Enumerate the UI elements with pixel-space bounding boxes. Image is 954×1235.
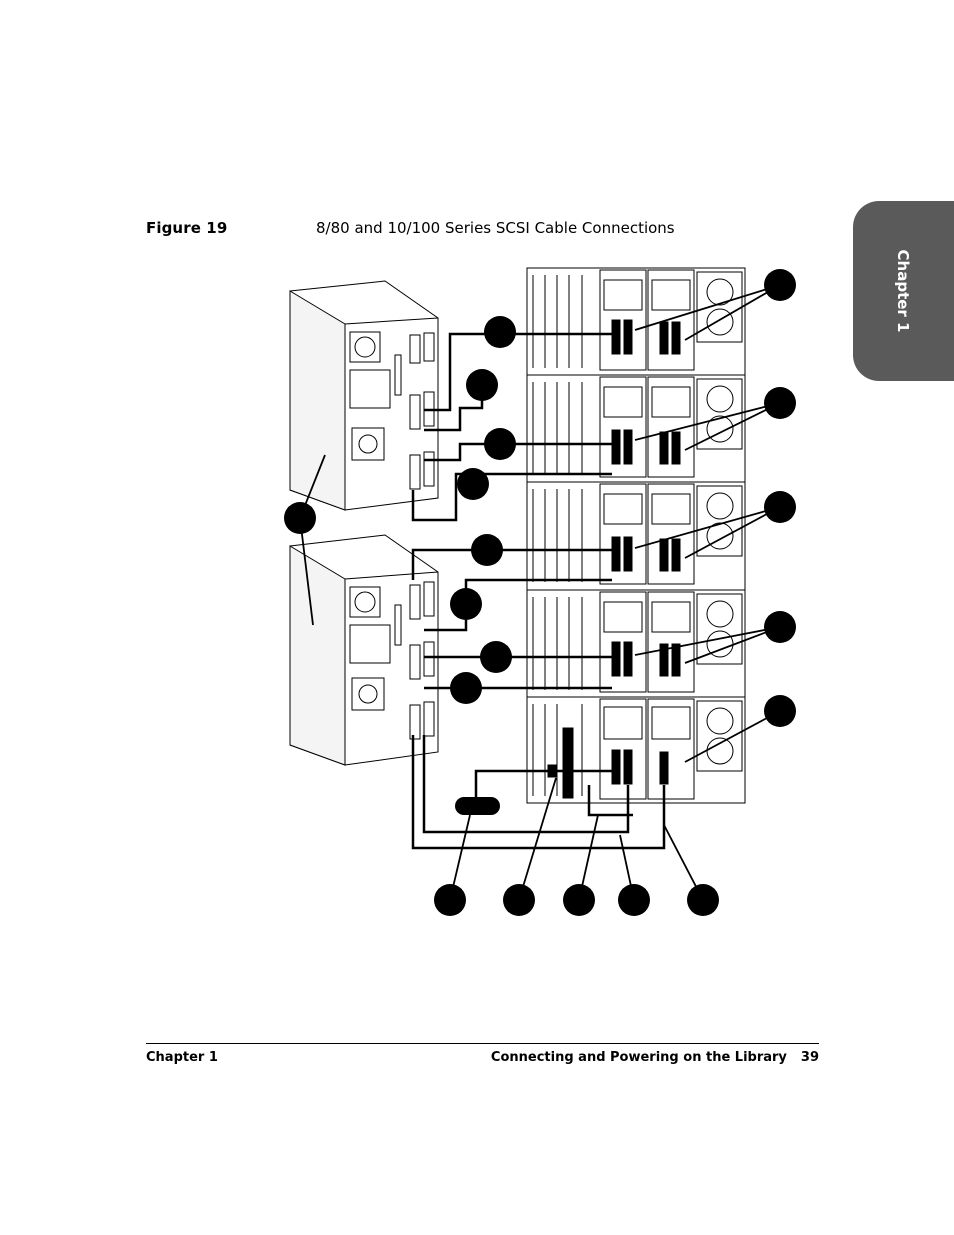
- callout-marker: [450, 672, 482, 704]
- footer-right: Connecting and Powering on the Library 39: [491, 1050, 819, 1065]
- callout-marker: [484, 316, 516, 348]
- callout-marker: [764, 269, 796, 301]
- footer-rule: [146, 1043, 819, 1044]
- callout-marker: [563, 884, 595, 916]
- library-module-1: [532, 269, 743, 371]
- callout-marker: [764, 387, 796, 419]
- callout-marker: [457, 468, 489, 500]
- library-module-4: [532, 591, 743, 693]
- callout-marker: [764, 695, 796, 727]
- callout-marker: [450, 588, 482, 620]
- callout-marker: [687, 884, 719, 916]
- library-module-5: [532, 698, 743, 800]
- footer-section-title: Connecting and Powering on the Library: [490, 1050, 787, 1065]
- footer-chapter: Chapter 1: [146, 1050, 218, 1065]
- chapter-tab: Chapter 1: [853, 201, 954, 381]
- callout-marker: [434, 884, 466, 916]
- library-module-3: [532, 483, 743, 585]
- callout-markers: [284, 269, 796, 916]
- callout-marker: [480, 641, 512, 673]
- terminator: [455, 797, 500, 815]
- library-modules: [532, 269, 743, 800]
- callout-marker: [471, 534, 503, 566]
- callout-marker: [466, 369, 498, 401]
- figure-caption: 8/80 and 10/100 Series SCSI Cable Connec…: [316, 219, 675, 237]
- page-number: 39: [800, 1050, 819, 1065]
- host-computer-2: [289, 534, 439, 766]
- callout-marker: [764, 491, 796, 523]
- figure-label: Figure 19: [146, 219, 228, 237]
- callout-marker: [284, 502, 316, 534]
- callout-marker: [484, 428, 516, 460]
- callout-marker: [503, 884, 535, 916]
- host-computer-1: [289, 280, 439, 511]
- callout-marker: [618, 884, 650, 916]
- callout-marker: [764, 611, 796, 643]
